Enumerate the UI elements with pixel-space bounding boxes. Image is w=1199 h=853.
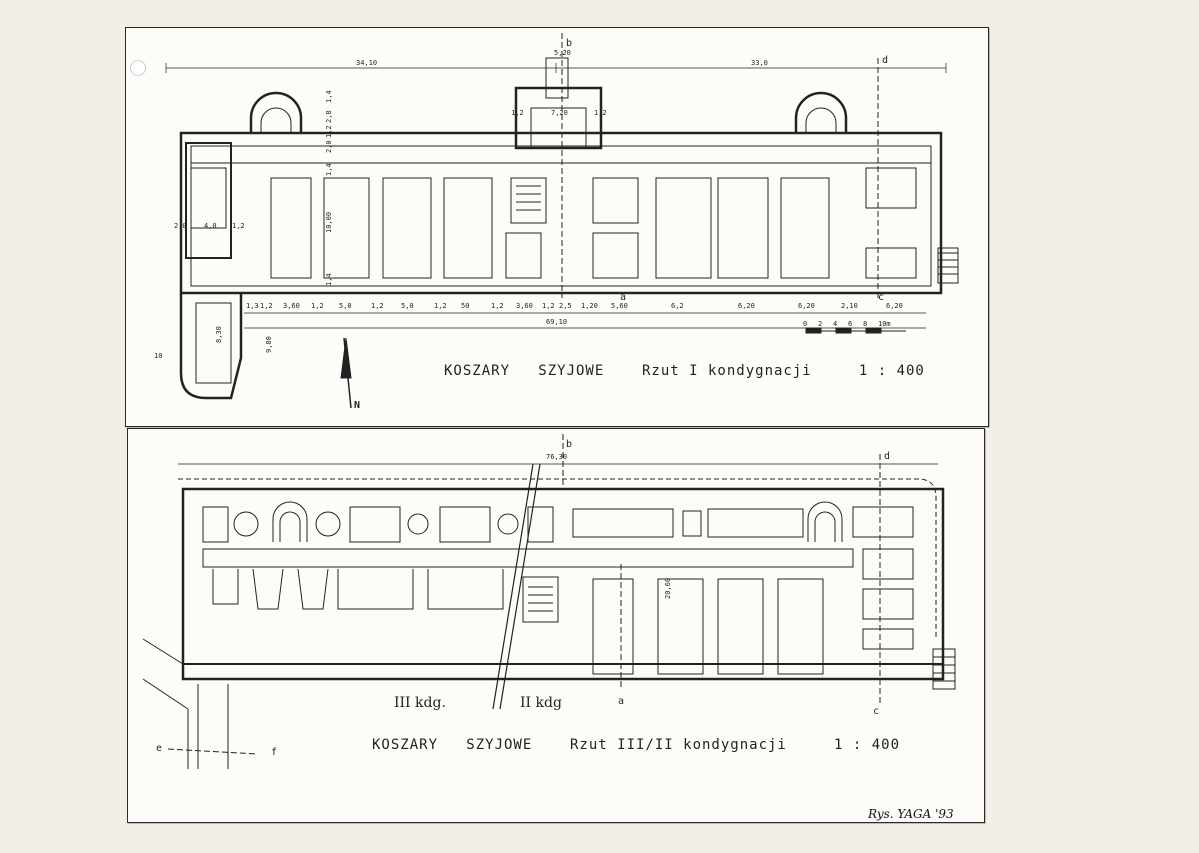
floor-plan-level-1: 34,10 33,0 69,10 5,20 7,20 1,2 1,2 1,3 1… [125, 27, 989, 427]
dim-vertical-0: 1,4 [325, 90, 333, 103]
dim-left-0: 2,0 [174, 222, 187, 230]
dim-bottom-6: 5,0 [401, 302, 414, 310]
author-signature: Rys. YAGA '93 [868, 807, 954, 821]
dim-bottom-13: 1,20 [581, 302, 598, 310]
dim-bottom-14: 5,60 [611, 302, 628, 310]
dim-bottom-12: 2,5 [559, 302, 572, 310]
section-mark-e: e [156, 743, 162, 754]
dim-top-center-0: 5,20 [554, 49, 571, 57]
dim-top-center-3: 1,2 [594, 109, 607, 117]
dim-vertical-3: 2,0 [325, 140, 333, 153]
scale-8: 8 [863, 320, 867, 328]
dim-bottom-18: 2,10 [841, 302, 858, 310]
dim-bottom-10: 3,60 [516, 302, 533, 310]
section-mark-d: d [882, 55, 888, 66]
section-mark-f: f [271, 747, 277, 758]
dim-bottom-11: 1,2 [542, 302, 555, 310]
dim-left-3: 8,30 [215, 326, 223, 343]
section-mark-c: c [873, 706, 879, 717]
dim-bottom-2: 3,60 [283, 302, 300, 310]
dim-vertical-5: 10,00 [325, 212, 333, 233]
north-label: N [354, 400, 360, 411]
dim-bottom-total: 69,10 [546, 318, 567, 326]
dim-bottom-8: 50 [461, 302, 469, 310]
dim-bottom-7: 1,2 [434, 302, 447, 310]
dim-top-center-1: 7,20 [551, 109, 568, 117]
section-mark-a: a [620, 292, 626, 303]
dim-bottom-16: 6,20 [738, 302, 755, 310]
section-mark-a: a [618, 696, 624, 707]
dim-bottom-4: 5,0 [339, 302, 352, 310]
scale-0: 0 [803, 320, 807, 328]
floor-plan-level-1-drawing: 34,10 33,0 69,10 5,20 7,20 1,2 1,2 1,3 1… [154, 33, 959, 411]
dim-bottom-1: 1,2 [260, 302, 273, 310]
section-mark-c: c [878, 292, 884, 303]
floor-plan-level-3-2-drawing: 76,30 20,60 b d a c e f [142, 434, 956, 769]
dim-inner: 20,60 [664, 578, 672, 599]
dim-left: 34,10 [356, 59, 377, 67]
plan-title-level-1: KOSZARY SZYJOWE Rzut I kondygnacji 1 : 4… [444, 363, 925, 379]
section-mark-b: b [566, 38, 572, 49]
dim-bottom-5: 1,2 [371, 302, 384, 310]
dim-vertical-2: 1,2 [325, 125, 333, 138]
dim-bottom-17: 6,20 [798, 302, 815, 310]
dim-bottom-19: 6,20 [886, 302, 903, 310]
dim-bottom-3: 1,2 [311, 302, 324, 310]
level-label-ii: II kdg [520, 695, 562, 711]
dim-vertical-1: 2,8 [325, 110, 333, 123]
dim-bottom-0: 1,3 [246, 302, 259, 310]
scale-10m: 10m [878, 320, 891, 328]
section-mark-d: d [884, 451, 890, 462]
section-mark-b: b [566, 439, 572, 450]
dim-vertical-6: 1,4 [325, 273, 333, 286]
plan-title-level-3-2: KOSZARY SZYJOWE Rzut III/II kondygnacji … [372, 737, 901, 753]
scale-6: 6 [848, 320, 852, 328]
dim-left-1: 4,0 [204, 222, 217, 230]
dim-bottom-9: 1,2 [491, 302, 504, 310]
dim-left-5: 10 [154, 352, 162, 360]
dim-vertical-4: 1,4 [325, 163, 333, 176]
dim-bottom-15: 6,2 [671, 302, 684, 310]
floor-plan-level-3-2: 76,30 20,60 b d a c e f III kdg. II kdg … [127, 428, 985, 823]
dim-left-4: 9,80 [265, 336, 273, 353]
dim-left-2: 1,2 [232, 222, 245, 230]
scale-4: 4 [833, 320, 837, 328]
dim-total: 76,30 [546, 453, 567, 461]
dim-right: 33,0 [751, 59, 768, 67]
scale-2: 2 [818, 320, 822, 328]
dim-top-center-2: 1,2 [511, 109, 524, 117]
punch-hole [130, 60, 146, 76]
level-label-iii: III kdg. [394, 695, 446, 711]
